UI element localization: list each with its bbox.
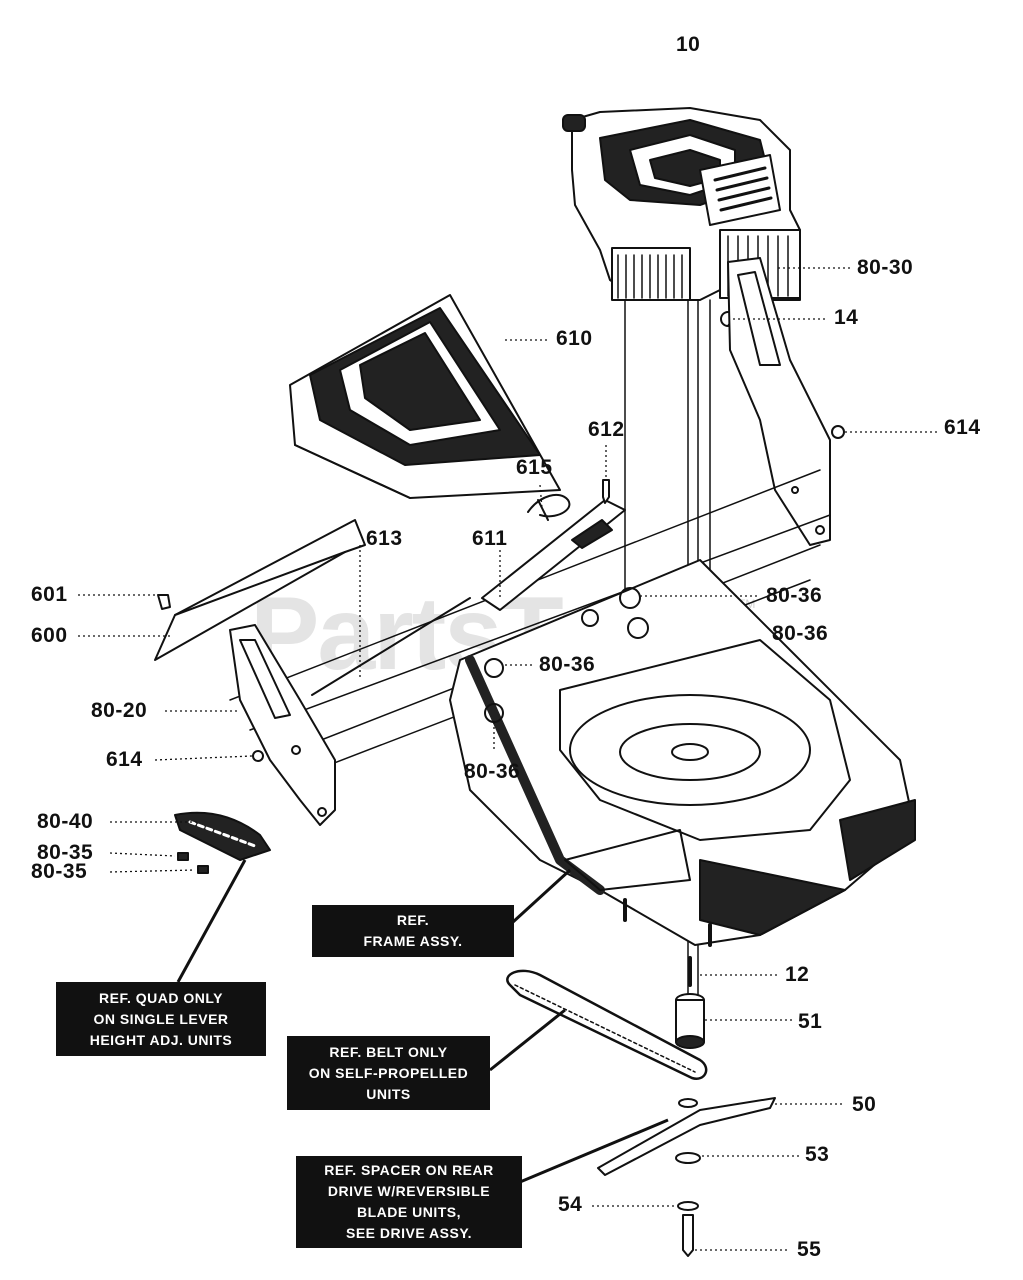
note-spacer-line-4: SEE DRIVE ASSY.	[345, 1225, 473, 1241]
part-label-610: 610	[556, 327, 593, 350]
right-handle-bracket-part	[727, 257, 831, 546]
left-handle-bracket-part	[229, 624, 336, 826]
note-quad-line-2: ON SINGLE LEVER	[93, 1010, 229, 1027]
part-label-612: 612	[588, 418, 625, 441]
note-belt-line-1: REF. BELT ONLY	[329, 1043, 448, 1060]
part-label-80-36-d: 80-36	[464, 760, 521, 783]
height-quad-part	[174, 811, 271, 861]
part-label-600: 600	[31, 624, 68, 647]
note-belt-line-3: UNITS	[366, 1085, 411, 1102]
blade-adapter-part	[675, 993, 705, 1049]
note-spacer-line-1: REF. SPACER ON REAR	[324, 1162, 494, 1178]
part-label-80-36-a: 80-36	[766, 584, 823, 607]
note-spacer-line-3: BLADE UNITS,	[357, 1204, 461, 1220]
note-frame-line-2: FRAME ASSY.	[363, 933, 463, 949]
part-label-614-right: 614	[944, 416, 981, 439]
part-label-614-left: 614	[106, 748, 143, 771]
bag-cover-part	[289, 294, 561, 499]
part-label-50: 50	[852, 1093, 877, 1116]
note-spacer: REF. SPACER ON REAR DRIVE W/REVERSIBLE B…	[296, 1156, 522, 1248]
drive-belt-part	[506, 969, 708, 1080]
note-quad-line-3: HEIGHT ADJ. UNITS	[89, 1031, 233, 1048]
part-label-12: 12	[785, 963, 810, 986]
rear-flap-part	[154, 519, 366, 661]
part-label-54: 54	[558, 1193, 583, 1216]
part-label-601: 601	[31, 583, 68, 606]
part-label-80-40: 80-40	[37, 810, 94, 833]
note-spacer-line-2: DRIVE W/REVERSIBLE	[327, 1183, 491, 1199]
clip-part	[720, 311, 733, 327]
part-label-613: 613	[366, 527, 403, 550]
part-label-80-36-b: 80-36	[772, 622, 829, 645]
blade-part	[597, 1097, 776, 1176]
part-label-51: 51	[798, 1010, 823, 1033]
note-quad: REF. QUAD ONLY ON SINGLE LEVER HEIGHT AD…	[56, 982, 266, 1056]
note-belt-line-2: ON SELF-PROPELLED	[308, 1064, 469, 1081]
part-label-10: 10	[676, 33, 701, 56]
part-label-80-30: 80-30	[857, 256, 914, 279]
mower-deck-part	[449, 559, 916, 946]
part-label-53: 53	[805, 1143, 830, 1166]
note-frame-line-1: REF.	[396, 912, 430, 928]
note-belt: REF. BELT ONLY ON SELF-PROPELLED UNITS	[287, 1036, 490, 1110]
part-label-80-20: 80-20	[91, 699, 148, 722]
part-label-80-35-b: 80-35	[31, 860, 88, 883]
note-frame-assy: REF. FRAME ASSY.	[312, 905, 514, 957]
part-label-55: 55	[797, 1238, 822, 1261]
engine-part	[562, 107, 801, 301]
part-label-14: 14	[834, 306, 859, 329]
note-quad-line-1: REF. QUAD ONLY	[99, 989, 223, 1006]
part-label-615: 615	[516, 456, 553, 479]
part-label-611: 611	[472, 527, 508, 550]
part-label-80-35-a: 80-35	[37, 841, 94, 864]
part-label-80-36-c: 80-36	[539, 653, 596, 676]
